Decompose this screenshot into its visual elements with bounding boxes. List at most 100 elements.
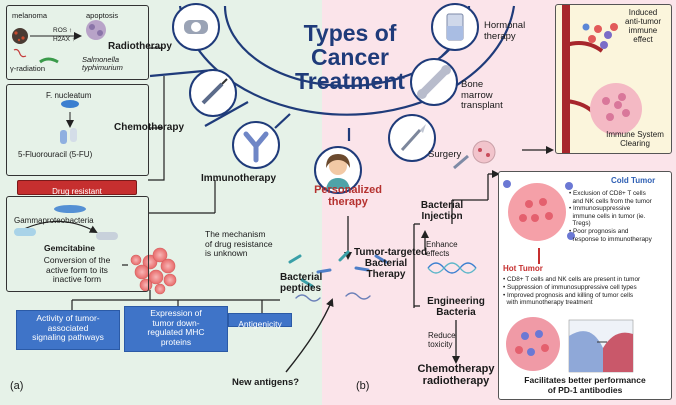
activity-text: Activity of tumor- associated signaling … (17, 311, 119, 343)
engineering-line-1: Engineering (427, 296, 485, 307)
new-antigens-arrow (285, 298, 334, 373)
facilitates-line-2: of PD-1 antibodies (547, 384, 623, 395)
induced-line-1: Induced (628, 8, 658, 17)
expression-line-2: tumor down- (152, 317, 200, 328)
gamma-radiation-label: γ-radiation (10, 64, 46, 73)
gem-desc-line-3: inactive form (52, 274, 102, 285)
expression-text: Expression of tumor down- regulated MHC … (125, 307, 227, 347)
activity-line-3: signaling pathways (32, 332, 104, 343)
cold-item-3-line-2: response to immunotherapy (569, 235, 652, 243)
enhance-effects-label: Enhance effects (426, 240, 458, 259)
enhance-line-1: Enhance (426, 240, 458, 249)
cold-item-3-line-1: • Poor prognosis and (569, 227, 629, 235)
chemotherapy-illustration (14, 100, 118, 240)
tumor-targeted-label: Tumor-targeted Bacterial Therapy (354, 247, 428, 281)
mechanism-line-1: The mechanism (205, 229, 266, 239)
fluorouracil-label: 5-Fluorouracil (5-FU) (18, 150, 93, 159)
mechanism-line-2: of drug resistance (205, 238, 273, 249)
title-line-2: Cancer (311, 44, 389, 70)
hormone-vial-icon (446, 13, 464, 41)
cold-item-2-line-1: • Immunosuppressive (569, 205, 631, 213)
cold-tumor-title: Cold Tumor (611, 176, 656, 185)
reduce-line-2: toxicity (428, 339, 453, 349)
cold-item-2-line-3: Tregs) (569, 220, 591, 228)
cold-item-3: • Poor prognosis and response to immunot… (569, 228, 652, 243)
reduce-line-1: Reduce (428, 331, 456, 340)
gammaproteobacteria-label: Gammaproteobacteria (14, 216, 94, 225)
expression-box: Expression of tumor down- regulated MHC … (124, 306, 228, 352)
scalpel-icon (400, 124, 426, 152)
gem-desc-line-1: Conversion of the (43, 255, 111, 265)
diagram-title: Types of Cancer Treatment (270, 21, 430, 93)
immune-clearing-label: Immune System Clearing (598, 130, 671, 149)
cold-item-1: • Exclusion of CD8+ T cells and NK cells… (569, 190, 652, 205)
tumor-targeted-line-2: Bacterial (364, 258, 408, 270)
reduce-toxicity-label: Reduce toxicity (428, 331, 456, 350)
salmonella-line-2: typhimurium (82, 63, 123, 73)
engineering-bacteria-label: Engineering Bacteria (418, 296, 494, 318)
left-connectors (71, 47, 280, 313)
mechanism-note: The mechanism of drug resistance is unkn… (205, 229, 273, 259)
activity-box: Activity of tumor- associated signaling … (16, 310, 120, 350)
induced-immune-label: Induced anti-tumor immune effect (614, 8, 671, 45)
gemcitabine-description: Conversion of the active form to its ina… (12, 255, 142, 285)
cold-item-1-line-2: and NK cells from the tumor (569, 197, 652, 205)
hot-tumor-list: • CD8+ T cells and NK cells are present … (503, 276, 640, 307)
facilitates-label: Facilitates better performance of PD-1 a… (499, 375, 671, 395)
personalized-line-2: therapy (328, 196, 368, 209)
title-line-1: Types of (303, 20, 397, 46)
hormonal-therapy-label: Hormonal therapy (484, 20, 526, 42)
antibody-icon (243, 131, 269, 163)
salmonella-line-1: Salmonella (82, 55, 120, 64)
chemo-radio-line-2: radiotherapy (422, 375, 490, 388)
tumor-targeted-line-3: Therapy (366, 269, 406, 281)
surgery-label: Surgery (428, 149, 462, 160)
bone-icon (417, 65, 451, 99)
personalized-line-1: Personalized (314, 184, 382, 196)
drug-resistant-label: Drug resistant (52, 187, 102, 196)
antigenicity-label: Antigenicity (238, 319, 282, 329)
expression-line-1: Expression of (150, 308, 202, 318)
antigenicity-box: Antigenicity (228, 313, 292, 329)
bone-marrow-label: Bone marrow transplant (461, 79, 503, 112)
apoptosis-label: apoptosis (86, 11, 119, 20)
tumor-cluster-illustration (130, 247, 177, 295)
surgery-dish-illustration (453, 140, 496, 170)
h2ax-label: H2AX ↑ (53, 36, 76, 43)
bacteria-cluster-illustration (288, 250, 388, 302)
new-antigens-label: New antigens? (232, 377, 300, 388)
bacterial-injection-label: Bacterial Injection (412, 200, 472, 222)
radiotherapy-machine-icon (184, 20, 208, 34)
cold-tumor-list: • Exclusion of CD8+ T cells and NK cells… (569, 190, 652, 243)
peptides-line-2: peptides (280, 283, 322, 295)
bacterial-injection-line-2: Injection (421, 211, 463, 223)
hormonal-line-2: therapy (484, 30, 516, 42)
hot-item-4: with immunotherapy treatment (503, 299, 593, 307)
enhance-line-2: effects (426, 248, 450, 258)
title-line-3: Treatment (295, 68, 405, 94)
radiotherapy-illustration (12, 20, 106, 64)
bacterial-injection-line-1: Bacterial (420, 200, 464, 211)
engineering-line-2: Bacteria (436, 307, 476, 319)
bacterial-peptides-label: Bacterial peptides (280, 272, 322, 294)
hot-item-1: • CD8+ T cells and NK cells are present … (503, 276, 641, 283)
gammaproteobacteria-box (6, 196, 149, 292)
ros-label: ROS ↑ (53, 27, 73, 34)
drug-resistant-badge: Drug resistant (17, 180, 137, 196)
induced-line-4: effect (633, 34, 653, 44)
hormonal-line-1: Hormonal (484, 20, 526, 31)
fnucleatum-box (6, 84, 149, 176)
tumor-comparison-illustration (503, 180, 634, 373)
chemo-radio-line-1: Chemotherapy (417, 363, 495, 375)
hot-item-3: • Improved prognosis and killing of tumo… (503, 291, 634, 299)
clearing-line-1: Immune System (606, 130, 664, 139)
facilitates-line-1: Facilitates better performance (524, 375, 646, 385)
activity-line-1: Activity of tumor- (36, 313, 100, 323)
salmonella-label: Salmonella typhimurium (82, 55, 123, 73)
radiotherapy-label: Radiotherapy (108, 41, 172, 52)
melanoma-label: melanoma (12, 11, 48, 20)
mechanism-line-3: is unknown (205, 248, 248, 259)
tumor-targeted-line-1: Tumor-targeted (354, 247, 428, 258)
cold-item-1-line-1: • Exclusion of CD8+ T cells (569, 190, 646, 197)
